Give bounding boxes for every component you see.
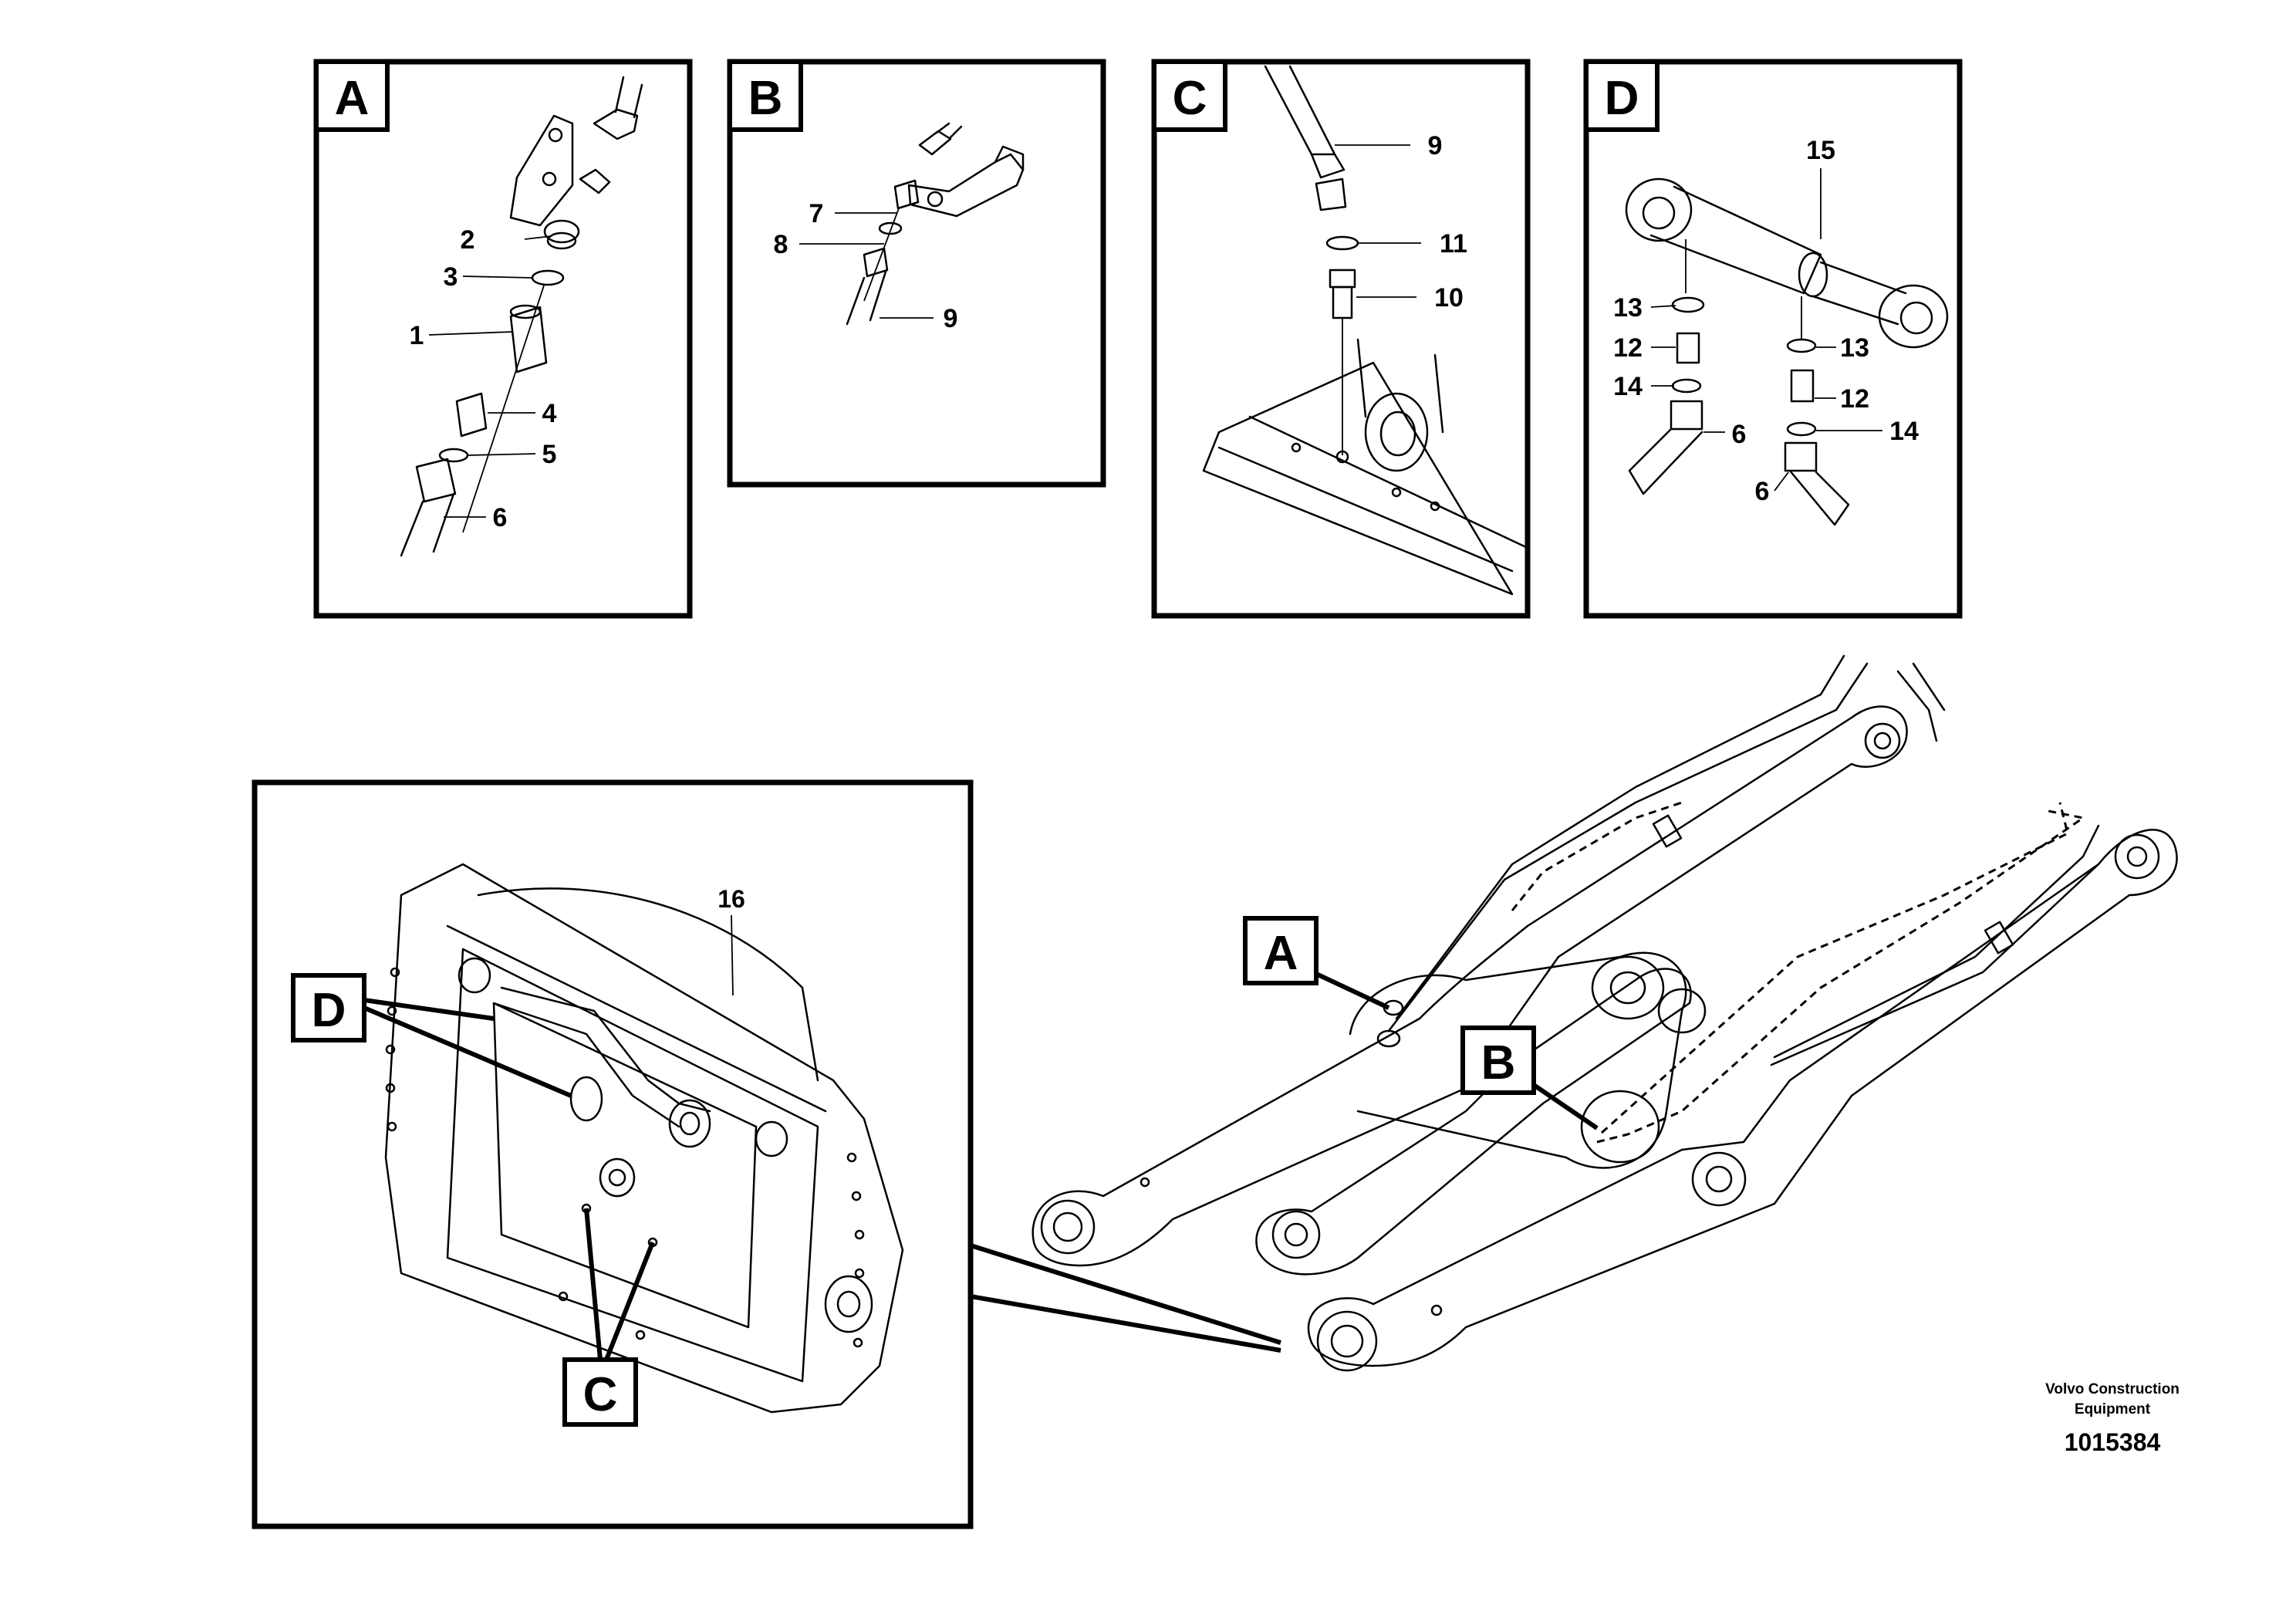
company-line-1: Volvo Construction: [2045, 1381, 2180, 1397]
o-ring-8: [878, 221, 903, 235]
union-12-right: [1790, 369, 1815, 403]
callout-a-2: 2: [461, 225, 475, 255]
union-12-left: [1676, 332, 1700, 364]
callout-a-3: 3: [444, 262, 458, 292]
arm-tag-b: B: [1481, 1036, 1516, 1090]
panel-a-tag-box: [314, 59, 390, 132]
bracket: [907, 153, 1025, 218]
callout-d-13-left: 13: [1613, 293, 1643, 323]
panel-b-tag: B: [748, 72, 783, 125]
callout-c-11: 11: [1440, 229, 1467, 259]
callout-d-6-right: 6: [1755, 477, 1770, 506]
tilt-link: [1255, 968, 1692, 1276]
nipple-4: [455, 392, 488, 438]
o-ring-14-right: [1786, 421, 1817, 437]
callout-c-9: 9: [1428, 131, 1443, 161]
side-bolts: [385, 967, 865, 1348]
inset-leader: [970, 1243, 1281, 1353]
fitting-7: [893, 179, 920, 210]
callout-b-7: 7: [809, 199, 824, 228]
panel-d-tag-box: [1584, 59, 1660, 132]
nipple-10: [1329, 269, 1356, 289]
callout-a-4: 4: [542, 399, 557, 428]
attachment-frame-corner: [1202, 361, 1514, 596]
inset-tag-c-box: [562, 1357, 638, 1427]
panel-b-tag-box: [728, 59, 803, 132]
hose-9-c: [1264, 65, 1336, 156]
panel-c-tag-box: [1152, 59, 1227, 132]
hidden-line-left: [1511, 801, 1683, 911]
panel-c-tag: C: [1173, 72, 1207, 125]
hose-6-left: [1628, 427, 1703, 495]
coupler-frame: [384, 863, 904, 1414]
callout-b-9: 9: [944, 304, 958, 333]
callout-d-15: 15: [1806, 136, 1835, 165]
detail-panel-a: A 2 3 1 4 5 6: [313, 59, 693, 619]
inset-attachment-frame: 16 D C: [252, 779, 1281, 1529]
hose-nut-9-c: [1315, 177, 1347, 211]
inset-tag-d-leaders: [363, 998, 572, 1098]
callout-a-6: 6: [493, 503, 508, 532]
callout-inset-16: 16: [718, 885, 745, 913]
callout-d-6-left: 6: [1732, 420, 1747, 449]
hydraulic-line-left-1: [1395, 654, 1845, 1020]
arm-tag-a-leader: [1315, 972, 1390, 1010]
mounting-bracket: [509, 114, 574, 227]
hose-clamp-right: [1984, 921, 2014, 955]
hose-6-right: [1788, 469, 1850, 526]
callout-b-8: 8: [774, 230, 788, 259]
lock-cylinder: [500, 986, 711, 1113]
detail-panel-d: D 15 13 1: [1583, 59, 1963, 619]
callout-d-14-right: 14: [1889, 417, 1919, 446]
inset-tag-c: C: [583, 1368, 618, 1421]
arm-tag-b-leader: [1532, 1083, 1599, 1130]
hose-6: [400, 492, 455, 557]
hose-clamp-left: [1652, 814, 1683, 848]
lift-arm-assembly: A B: [1032, 654, 2178, 1372]
cross-tube: [1349, 951, 1687, 1169]
callout-c-10: 10: [1434, 283, 1464, 313]
callout-d-13-right: 13: [1840, 333, 1869, 363]
attachment-shield: [477, 887, 819, 1082]
detail-panel-c: C 9 11 10: [1151, 59, 1531, 619]
coupling-1: [509, 306, 548, 373]
inset-tag-c-leaders: [584, 1208, 655, 1361]
callout-d-12-right: 12: [1840, 384, 1869, 414]
callout-a-1: 1: [410, 321, 424, 350]
detail-panel-b: B 7 8 9: [727, 59, 1106, 488]
arm-tag-a: A: [1264, 927, 1298, 980]
drawing-number: 1015384: [2065, 1428, 2161, 1456]
hydraulic-line-left-2: [1387, 662, 1869, 1032]
washer-13-left: [1671, 296, 1705, 313]
arm-tag-b-box: [1460, 1026, 1536, 1095]
callout-d-12-left: 12: [1613, 333, 1643, 363]
inset-tag-d-box: [291, 973, 366, 1042]
hose-9: [846, 270, 887, 326]
washer-13-right: [1786, 338, 1817, 353]
hose-nut-6: [415, 458, 457, 503]
panel-d-tag: D: [1605, 72, 1639, 125]
hose-nut-6-left: [1670, 400, 1703, 431]
lift-arm-right: [1307, 829, 2178, 1367]
hose-nut-6-right: [1784, 441, 1818, 472]
drawing-footer: Volvo Construction Equipment 1015384: [2045, 1381, 2180, 1456]
lift-arm-left: [1032, 705, 1908, 1267]
company-line-2: Equipment: [2075, 1401, 2151, 1418]
arm-tag-a-box: [1243, 916, 1319, 985]
hose-nut-9: [863, 247, 889, 278]
inset-tag-d: D: [312, 984, 346, 1037]
panel-a-tag: A: [335, 72, 370, 125]
callout-d-14-left: 14: [1613, 372, 1643, 401]
fitting-2: [543, 219, 580, 244]
callout-a-5: 5: [542, 440, 557, 469]
cylinder-15: [1625, 177, 1949, 349]
